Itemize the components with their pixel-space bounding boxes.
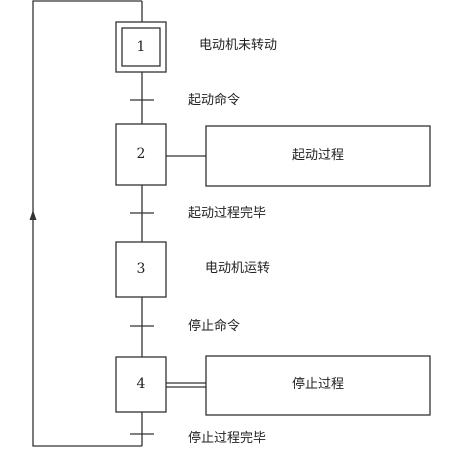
- transition-label-1: 起动命令: [188, 93, 241, 108]
- return-arrow-head: [29, 210, 37, 220]
- step-box-4: [115, 356, 167, 413]
- step-box-2: [115, 123, 167, 186]
- step-description-1: 电动机未转动: [199, 38, 278, 53]
- initial-step-box-inner: [121, 27, 161, 67]
- step-number-1: 1: [136, 39, 146, 55]
- action-label-2: 起动过程: [291, 148, 344, 163]
- step-description-3: 电动机运转: [205, 261, 271, 276]
- action-box-4: [205, 355, 431, 416]
- action-box-2: [205, 125, 431, 187]
- action-label-4: 停止过程: [291, 377, 344, 392]
- return-loop-line: [32, 0, 142, 447]
- step-number-4: 4: [136, 376, 146, 392]
- step-number-2: 2: [136, 146, 146, 162]
- transition-label-4: 停止过程完毕: [188, 431, 267, 446]
- transition-label-3: 停止命令: [188, 319, 241, 334]
- transition-label-2: 起动过程完毕: [188, 206, 267, 221]
- step-box-3: [115, 241, 167, 298]
- step-number-3: 3: [136, 261, 146, 277]
